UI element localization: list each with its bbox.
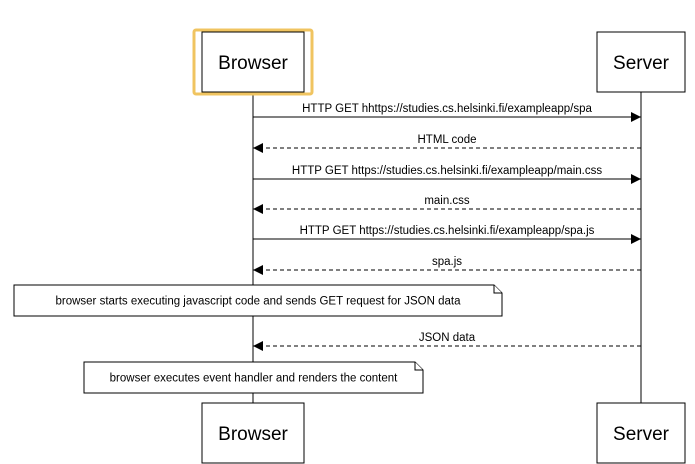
note-text-6: browser starts executing javascript code… <box>55 296 461 308</box>
note-fold-8 <box>414 362 423 371</box>
message-label-0: HTTP GET hhttps://studies.cs.helsinki.fi… <box>302 103 592 115</box>
participant-box-server-bottom <box>596 402 686 464</box>
message-label-2: HTTP GET https://studies.cs.helsinki.fi/… <box>292 165 602 177</box>
participant-label-browser-bottom: Browser <box>218 424 288 445</box>
note-text-8: browser executes event handler and rende… <box>110 373 398 385</box>
participant-label-server-top: Server <box>613 53 670 74</box>
message-label-1: HTML code <box>417 134 476 146</box>
message-label-7: JSON data <box>419 332 476 344</box>
message-label-5: spa.js <box>432 256 462 268</box>
message-label-3: main.css <box>424 195 470 207</box>
participant-box-browser-bottom <box>201 402 305 464</box>
participant-label-browser-top: Browser <box>218 53 288 74</box>
note-fold-6 <box>493 285 502 294</box>
note-box-6 <box>13 284 503 317</box>
participant-box-browser-top <box>201 31 305 93</box>
message-label-4: HTTP GET https://studies.cs.helsinki.fi/… <box>300 225 595 237</box>
participant-box-server-top <box>596 31 686 93</box>
note-box-8 <box>83 361 424 394</box>
participant-label-server-bottom: Server <box>613 424 670 445</box>
selection-highlight <box>192 28 314 96</box>
